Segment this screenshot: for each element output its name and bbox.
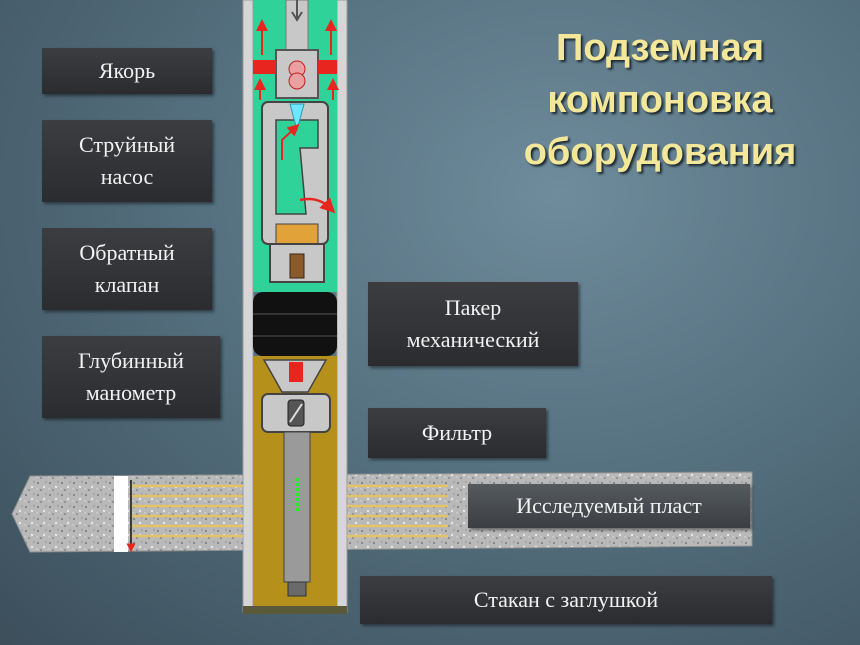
label-filter: Фильтр — [368, 408, 546, 458]
label-packer: Пакер механический — [368, 282, 578, 366]
perforations — [130, 484, 448, 538]
packer-rubber — [253, 292, 337, 356]
label-check-valve: Обратный клапан — [42, 228, 212, 310]
label-jet-pump: Струйный насос — [42, 120, 212, 202]
casing-left-wall — [242, 0, 254, 613]
casing-right-wall — [336, 0, 348, 613]
label-reservoir: Исследуемый пласт — [468, 484, 750, 528]
casing-bottom — [243, 606, 347, 614]
label-cup: Стакан с заглушкой — [360, 576, 772, 624]
label-anchor: Якорь — [42, 48, 212, 94]
diagram-title: Подземная компоновка оборудования — [523, 27, 797, 173]
label-gauge: Глубинный манометр — [42, 336, 220, 418]
gauge-tube — [283, 431, 311, 583]
